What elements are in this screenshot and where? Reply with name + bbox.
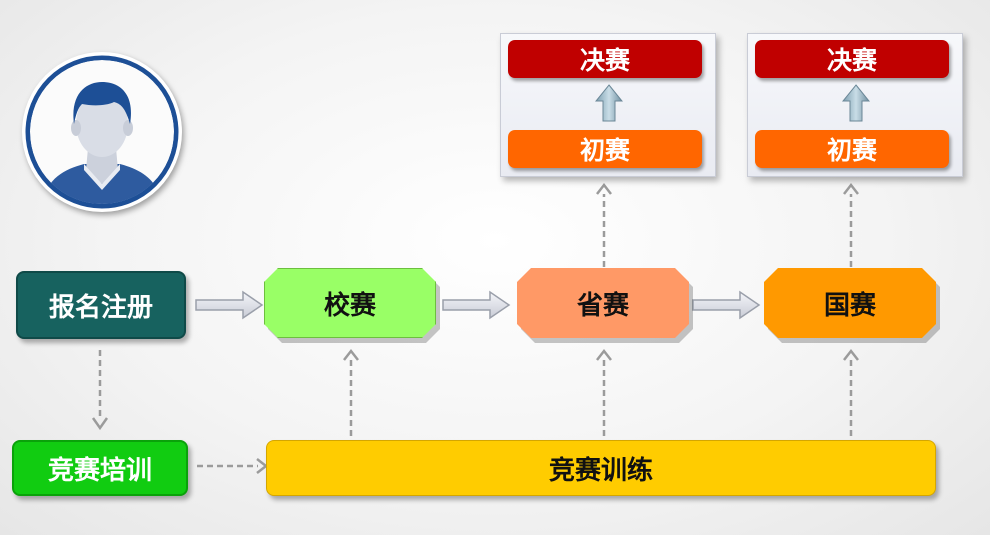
national-final-box: 决赛: [755, 40, 949, 78]
school-contest-label: 校赛: [323, 290, 376, 321]
practice-label: 竞赛训练: [548, 455, 653, 486]
national-stage-panel: 决赛 初赛: [747, 33, 963, 177]
national-final-label: 决赛: [826, 46, 877, 75]
arrowhead-right-practice: [256, 458, 269, 474]
arrowhead-up-province-stage: [596, 182, 612, 195]
arrowhead-up-province: [596, 348, 612, 361]
register-box: 报名注册: [16, 271, 186, 339]
user-avatar-icon: [25, 55, 179, 209]
national-preliminary-box: 初赛: [755, 130, 949, 168]
province-preliminary-box: 初赛: [508, 130, 702, 168]
arrowhead-up-school: [343, 348, 359, 361]
school-contest-box: 校赛: [264, 268, 436, 338]
arrowhead-up-national: [843, 348, 859, 361]
province-final-label: 决赛: [579, 46, 630, 75]
national-up-arrow-icon: [842, 84, 870, 122]
arrowhead-down-training: [91, 417, 109, 431]
province-contest-box: 省赛: [517, 268, 689, 338]
user-avatar: [22, 52, 182, 212]
training-label: 竞赛培训: [47, 455, 152, 486]
province-preliminary-label: 初赛: [579, 136, 630, 165]
training-box: 竞赛培训: [12, 440, 188, 496]
arrowhead-up-national-stage: [843, 182, 859, 195]
province-stage-panel: 决赛 初赛: [500, 33, 716, 177]
arrow-province-to-national: [692, 290, 761, 320]
register-label: 报名注册: [48, 292, 153, 323]
national-contest-box: 国赛: [764, 268, 936, 338]
national-contest-label: 国赛: [823, 290, 876, 321]
province-up-arrow-icon: [595, 84, 623, 122]
arrow-register-to-school: [195, 290, 264, 320]
practice-bar: 竞赛训练: [266, 440, 936, 496]
national-preliminary-label: 初赛: [826, 136, 877, 165]
province-final-box: 决赛: [508, 40, 702, 78]
province-contest-label: 省赛: [576, 290, 629, 321]
arrow-school-to-province: [442, 290, 511, 320]
